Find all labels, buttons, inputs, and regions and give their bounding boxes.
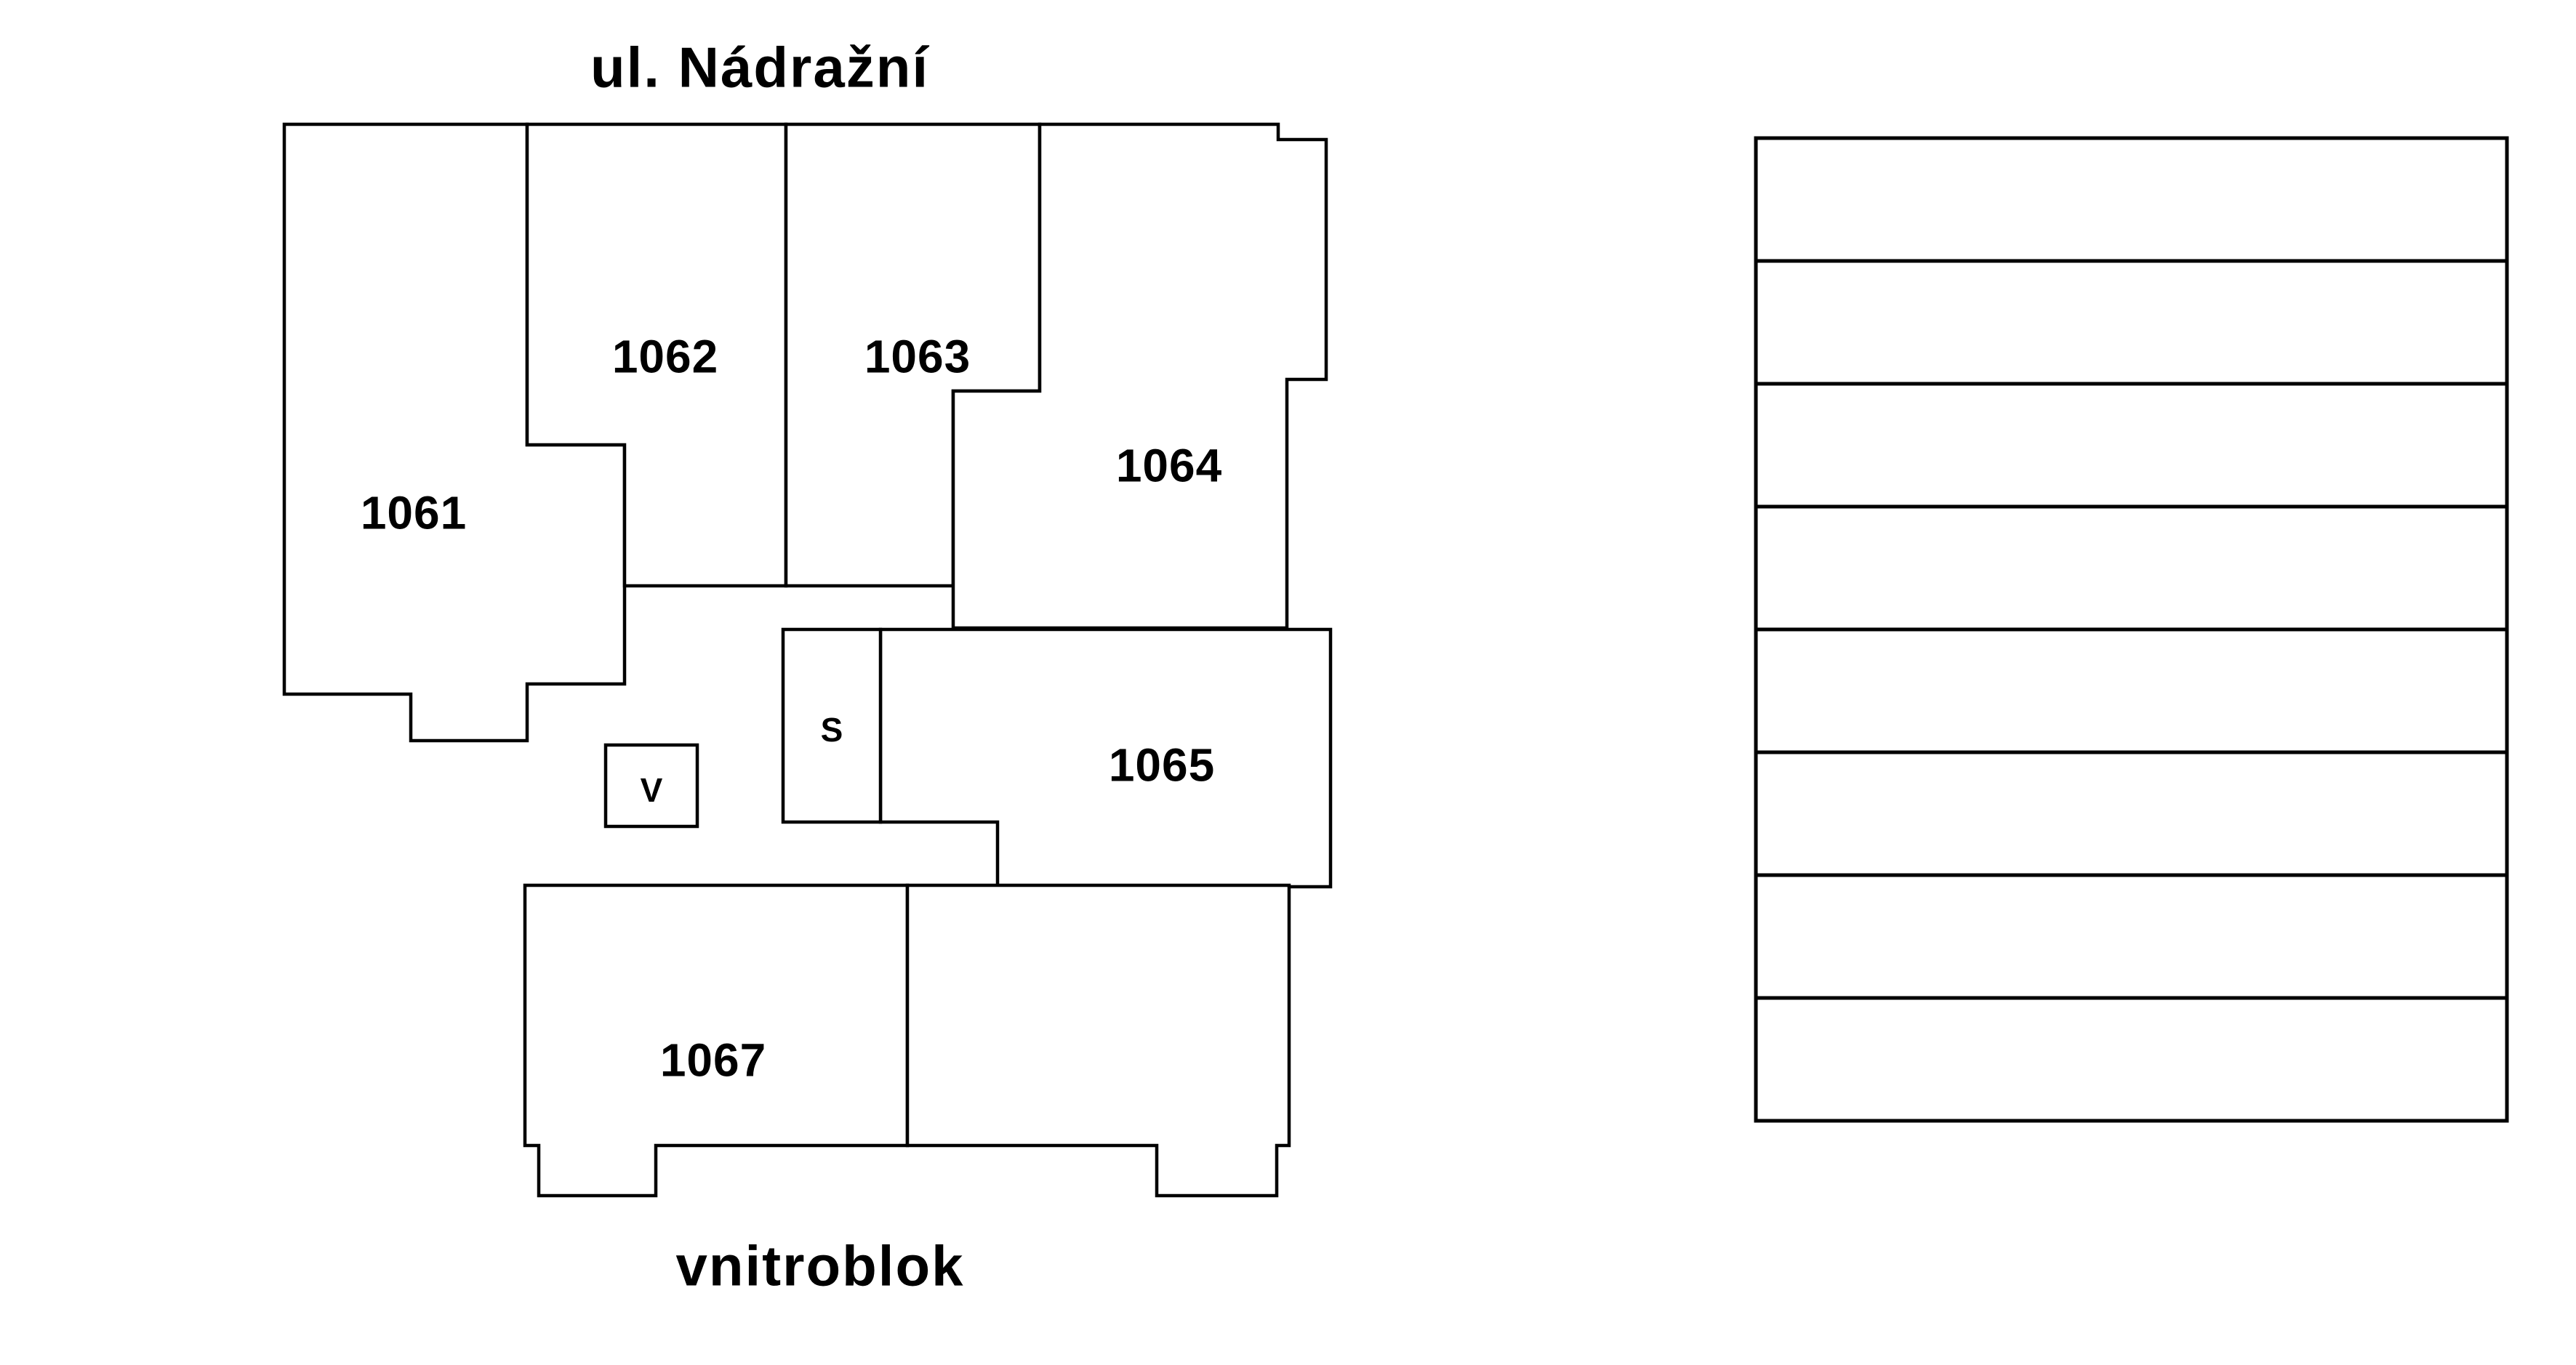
unit-label-1062: 1062 [612,330,718,382]
unit-1066[interactable] [905,883,1291,1198]
floor-row-level-3[interactable] [1754,750,2509,877]
floor-row-level-7[interactable] [1754,259,2509,386]
street-label: ul. Nádražní [590,35,929,99]
room-S[interactable] [781,627,883,824]
unit-label-1066: 1066 [1038,991,1144,1044]
unit-label-1061: 1061 [361,486,467,539]
unit-label-1064: 1064 [1116,439,1222,491]
unit-1065[interactable] [878,627,1333,889]
unit-label-1063: 1063 [864,330,971,382]
room-label-V: V [641,771,663,809]
floor-row-level-4[interactable] [1754,627,2509,754]
floor-row-level-5[interactable] [1754,504,2509,632]
floor-plan-small-rooms: VS [603,627,883,829]
courtyard-label: vnitroblok [675,1233,964,1297]
floor-plan-units: 1061 1062 1063 1064 1065 1067 1066 [282,122,1333,1198]
floor-row-6.NP[interactable] [1754,382,2509,509]
floor-row-level-1[interactable] [1754,996,2509,1123]
floor-indicator: 6.NP [1754,136,2509,1123]
room-label-S: S [821,711,843,749]
room-V[interactable] [603,743,699,829]
unit-1064[interactable] [951,122,1328,630]
floor-row-label: 6.NP [2055,410,2207,483]
floor-row-level-8[interactable] [1754,136,2509,263]
unit-label-1065: 1065 [1109,738,1215,791]
unit-label-1067: 1067 [660,1034,766,1086]
floor-row-level-2[interactable] [1754,873,2509,1000]
